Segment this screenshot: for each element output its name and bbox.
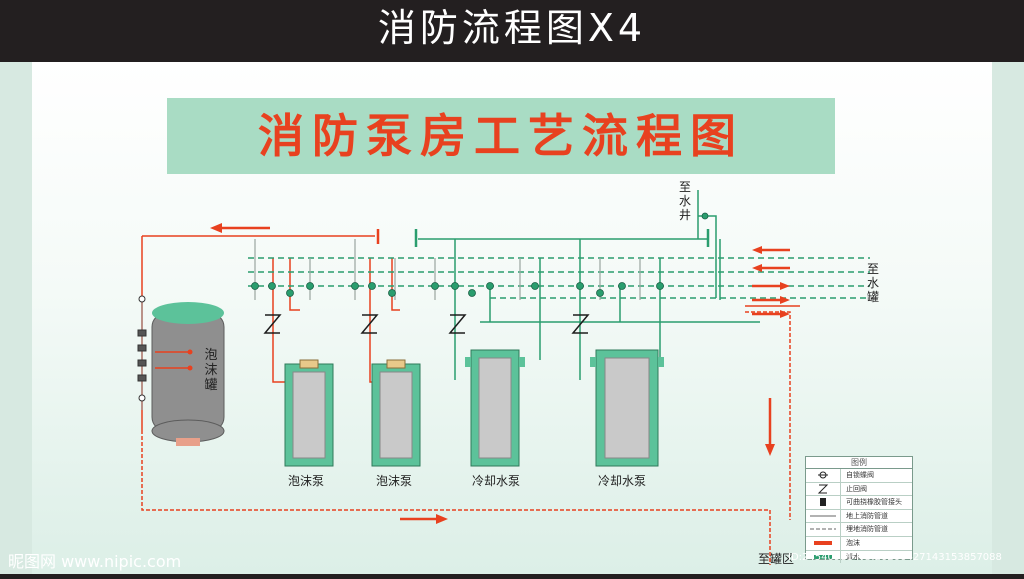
butterfly-valve-icon bbox=[656, 282, 664, 290]
legend-item: 泡沫 bbox=[806, 536, 912, 551]
butterfly-valve-icon bbox=[576, 282, 584, 290]
pump-label-4: 冷却水泵 bbox=[598, 474, 647, 488]
pump-label-3: 冷却水泵 bbox=[472, 474, 521, 488]
arrow-right-icon bbox=[436, 514, 448, 524]
watermark-id: ID:24540981 NO:20200427143153857088 bbox=[788, 552, 1002, 563]
butterfly-valve-icon bbox=[531, 282, 539, 290]
green-bar-icon bbox=[814, 554, 832, 559]
butterfly-valve-icon bbox=[268, 282, 276, 290]
legend-item: 止回阀 bbox=[806, 482, 912, 497]
red-bar-icon bbox=[814, 540, 832, 545]
pump-2 bbox=[371, 359, 421, 467]
legend-item: 可曲挠橡胶管接头 bbox=[806, 496, 912, 510]
tank-level-gauge bbox=[137, 295, 147, 410]
pump-label-2: 泡沫泵 bbox=[376, 474, 413, 488]
tank-label: 泡沫罐 bbox=[204, 348, 218, 393]
solid-line-icon bbox=[810, 515, 836, 517]
butterfly-valve-icon bbox=[451, 282, 459, 290]
foam-tank bbox=[151, 302, 225, 446]
legend-item: 地上消防管道 bbox=[806, 509, 912, 524]
butterfly-valve-icon bbox=[431, 282, 439, 290]
arrow-left-icon bbox=[752, 264, 762, 272]
grey-piping bbox=[254, 239, 641, 300]
butterfly-valve-icon bbox=[306, 282, 314, 290]
pump-label-1: 泡沫泵 bbox=[288, 474, 325, 488]
to-water-tank-label: 至水罐 bbox=[866, 262, 879, 304]
butterfly-valve-icon bbox=[351, 282, 359, 290]
board-edge-right bbox=[992, 62, 1024, 574]
legend-item: 埋地消防管道 bbox=[806, 523, 912, 537]
butterfly-valve-icon bbox=[388, 289, 396, 297]
pump-3 bbox=[465, 349, 525, 467]
arrow-right-icon bbox=[780, 296, 790, 304]
check-valve-icon bbox=[263, 314, 282, 334]
page-title: 消防流程图X4 bbox=[377, 6, 647, 50]
legend-item: 清水 bbox=[806, 550, 912, 564]
board-edge-left bbox=[0, 62, 32, 574]
butterfly-valve-icon bbox=[286, 289, 294, 297]
legend-title: 图例 bbox=[806, 457, 912, 469]
to-tank-area-label: 至罐区 bbox=[758, 552, 795, 566]
check-valve-icon bbox=[817, 484, 829, 494]
butterfly-valve-icon bbox=[618, 282, 626, 290]
pump-4 bbox=[590, 349, 664, 467]
rubber-joint-icon bbox=[820, 498, 826, 507]
pump-1 bbox=[284, 359, 334, 467]
dashed-line-icon bbox=[810, 528, 836, 530]
arrow-left-icon bbox=[752, 246, 762, 254]
legend-item: 自锁蝶阀 bbox=[806, 469, 912, 483]
check-valve-icon bbox=[448, 314, 467, 334]
flow-arrows bbox=[210, 223, 790, 524]
check-valve-icon bbox=[571, 314, 590, 334]
arrow-right-icon bbox=[780, 310, 790, 318]
butterfly-valve-icon bbox=[468, 289, 476, 297]
valve-row bbox=[251, 212, 709, 297]
butterfly-valve-icon bbox=[486, 282, 494, 290]
to-well-label: 至水井 bbox=[678, 180, 691, 222]
butterfly-valve-icon bbox=[368, 282, 376, 290]
check-valves bbox=[263, 314, 590, 334]
butterfly-valve-icon bbox=[701, 212, 709, 220]
butterfly-valve-icon bbox=[596, 289, 604, 297]
title-banner: 消防泵房工艺流程图 bbox=[167, 98, 835, 174]
arrow-down-icon bbox=[765, 444, 775, 456]
legend: 图例 自锁蝶阀 止回阀 可曲挠橡胶管接头 地上消防管道 埋地消防管道 泡沫 清水 bbox=[805, 456, 913, 564]
arrow-left-icon bbox=[210, 223, 222, 233]
arrow-right-icon bbox=[780, 282, 790, 290]
watermark-site: 昵图网 www.nipic.com bbox=[8, 552, 182, 571]
butterfly-valve-icon bbox=[251, 282, 259, 290]
check-valve-icon bbox=[360, 314, 379, 334]
butterfly-valve-icon bbox=[818, 471, 828, 479]
banner-title: 消防泵房工艺流程图 bbox=[258, 109, 744, 163]
